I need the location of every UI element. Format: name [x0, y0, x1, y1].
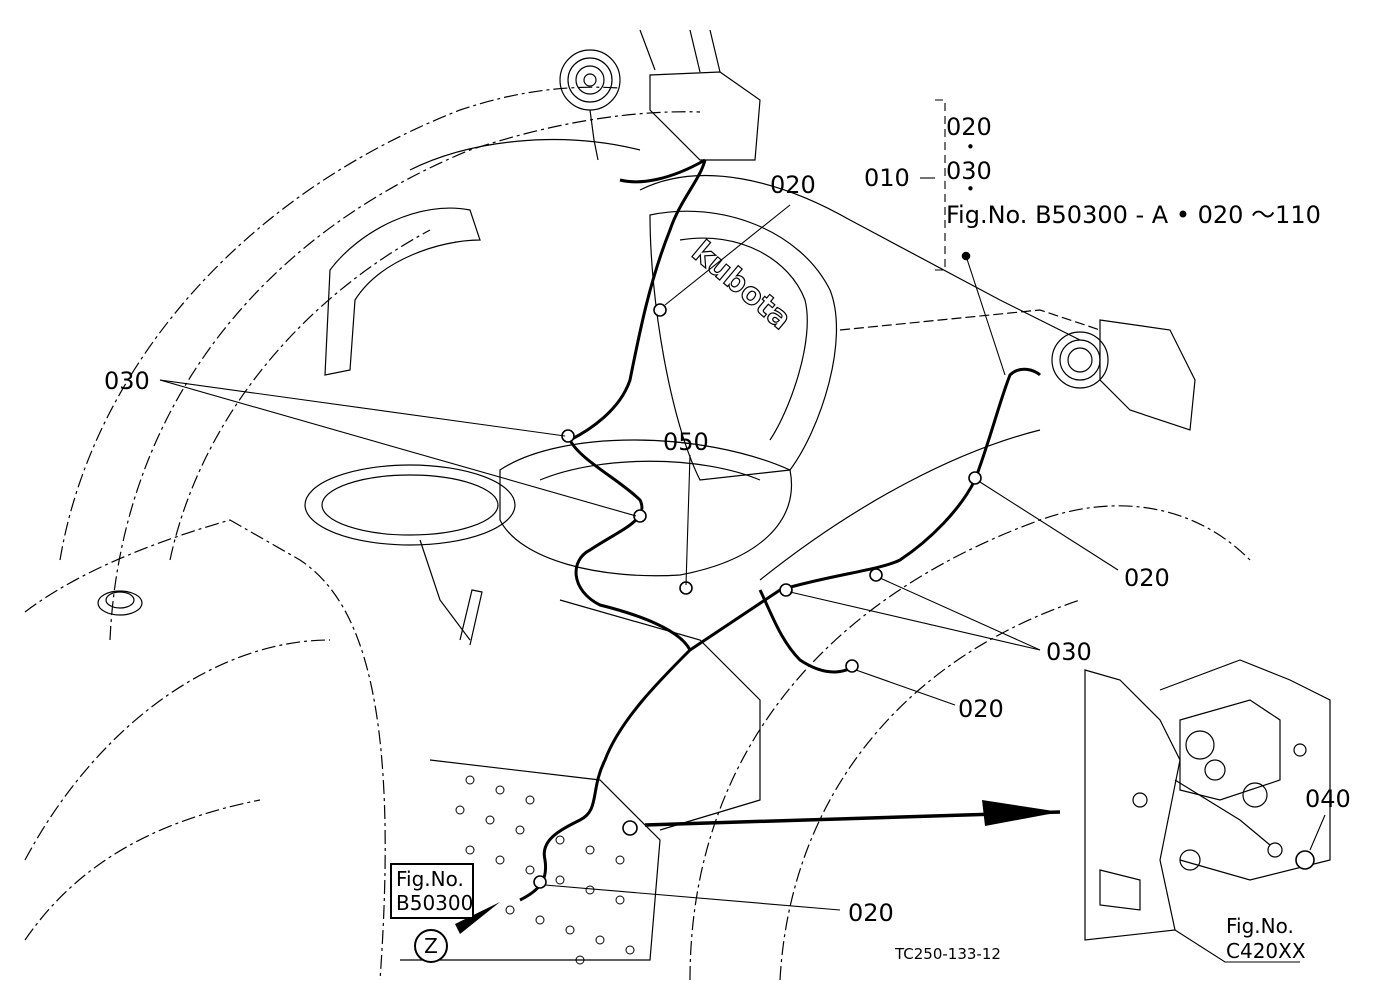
- part-label-010: 010: [864, 164, 910, 192]
- drawing-code: TC250-133-12: [895, 945, 1001, 963]
- hood-lower: [24, 639, 331, 861]
- clamp-1: [653, 303, 667, 317]
- reference-marker-z: Z: [414, 929, 448, 963]
- part-label-050: 050: [663, 428, 709, 456]
- part-label-020-right: 020: [1124, 564, 1170, 592]
- left-fender-outer-arc: [59, 86, 621, 561]
- fuel-cap: [97, 590, 143, 616]
- steering-wheel-inner: [321, 474, 499, 536]
- left-fender-arc-inner: [169, 229, 431, 561]
- steering-wheel: [304, 464, 516, 546]
- right-fender-arc-inner: [779, 599, 1081, 981]
- left-armrest: [324, 207, 481, 376]
- leader-020-mid: [855, 669, 956, 706]
- bracket-item-020: 020: [946, 113, 992, 141]
- leader-030-right-a: [879, 577, 1041, 651]
- left-work-lamp: [559, 49, 621, 111]
- leader-040: [1309, 814, 1326, 851]
- part-label-020-mid: 020: [958, 695, 1004, 723]
- clamp-10: [622, 820, 638, 836]
- gear-lever: [459, 589, 483, 646]
- arrow-to-z: [455, 902, 500, 934]
- hood-lower2: [24, 799, 261, 941]
- figure-reference-box-left: Fig.No. B50300: [390, 863, 474, 919]
- leader-020-right: [979, 481, 1119, 571]
- bracket-item-figref: Fig.No. B50300 - A • 020 ～110: [946, 201, 1321, 229]
- engine-block-detail: [1084, 669, 1181, 941]
- fig-ref-left-line2: B50300: [396, 891, 474, 915]
- clamp-9: [533, 875, 547, 889]
- leader-fig-right: [1174, 929, 1300, 963]
- arrow-to-detail: [982, 800, 1060, 826]
- part-label-040: 040: [1305, 785, 1351, 813]
- part-label-020-bottom: 020: [848, 899, 894, 927]
- right-work-lamp: [1051, 331, 1109, 389]
- hood-outline: [24, 519, 386, 981]
- main-harness: [519, 159, 707, 902]
- part-label-030-left: 030: [104, 367, 150, 395]
- leader-bracket-dot: [965, 255, 1006, 376]
- leader-020-bottom: [544, 884, 841, 911]
- fuel-cap-inner: [105, 591, 135, 609]
- part-label-020-top: 020: [770, 171, 816, 199]
- leader-030-right-b: [789, 591, 1041, 651]
- bracket-item-030: 030: [946, 157, 992, 185]
- platform-top: [639, 175, 1081, 341]
- seat-back: [649, 210, 837, 481]
- center-frame: [559, 599, 761, 831]
- clamp-8: [845, 659, 859, 673]
- left-floor-plate: [400, 759, 661, 961]
- right-lamp-bracket: [1099, 319, 1196, 431]
- brand-on-seat: kubota: [685, 234, 798, 337]
- leader-050: [685, 454, 691, 586]
- harness-branch-left: [758, 589, 857, 674]
- harness-branch-lamp: [619, 158, 706, 184]
- clamp-6: [869, 568, 883, 582]
- clamp-5: [968, 471, 982, 485]
- left-lamp-bracket: [649, 71, 761, 161]
- fig-ref-right-line1: Fig.No.: [1226, 914, 1294, 938]
- right-harness: [689, 367, 1042, 652]
- leader-030-left-a: [159, 379, 566, 437]
- bracket-dot-2: •: [966, 180, 975, 198]
- left-fender-arc: [109, 111, 701, 641]
- clamp-7: [779, 583, 793, 597]
- leader-030-left-b: [159, 379, 637, 517]
- bracket-dot-1: •: [966, 138, 975, 156]
- seat-cushion-inner: [539, 460, 761, 481]
- fig-ref-right-line2: C420XX: [1226, 939, 1306, 963]
- leader-020-top: [664, 204, 791, 306]
- fig-ref-left-line1: Fig.No.: [396, 867, 464, 891]
- bracket-dashed: [935, 99, 946, 271]
- seat-cushion: [499, 439, 792, 577]
- steering-column: [419, 539, 471, 641]
- floor-holes: [455, 775, 635, 965]
- right-fender-top: [759, 429, 1041, 581]
- seat-back-inner: [679, 237, 808, 441]
- part-label-030-right: 030: [1046, 638, 1092, 666]
- platform-edge: [409, 139, 641, 171]
- rear-frame: [839, 309, 1101, 331]
- bolt-040: [1295, 850, 1315, 870]
